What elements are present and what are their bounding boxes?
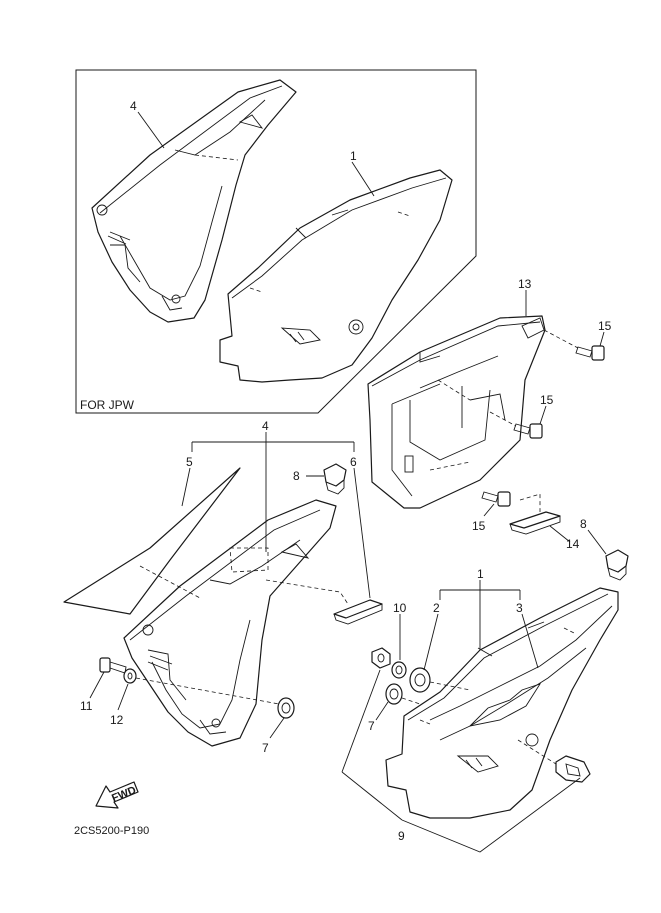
left-side-cover: [123, 499, 337, 747]
inset-left-cover: [91, 79, 297, 323]
callout-6: 6: [350, 455, 357, 469]
callout-3: 3: [516, 601, 523, 615]
inset-label: FOR JPW: [80, 398, 135, 412]
callouts: 4 1 13 15 15 15 14 4 5 6 8 8 1 2 3 10 11…: [80, 99, 612, 843]
callout-9: 9: [398, 829, 405, 843]
fwd-label: FWD: [110, 784, 138, 805]
bolt-11: [99, 657, 127, 674]
grommet-8-right: [605, 549, 629, 581]
bolt-15-a: [543, 329, 605, 361]
damper-7-right: [385, 683, 421, 705]
grommet-2: [409, 667, 471, 693]
bolt-15-c: [481, 491, 511, 507]
fwd-arrow-icon: FWD: [95, 781, 139, 809]
callout-7-right: 7: [368, 719, 375, 733]
diagram-code: 2CS5200-P190: [74, 825, 149, 837]
callout-13: 13: [518, 277, 532, 291]
callout-12: 12: [110, 713, 124, 727]
callout-15-c: 15: [472, 519, 486, 533]
bracket-13: [367, 315, 546, 509]
callout-15-a: 15: [598, 319, 612, 333]
callout-8-left: 8: [293, 469, 300, 483]
quarter-turn-fastener: [517, 739, 591, 783]
callout-5: 5: [186, 455, 193, 469]
callout-10: 10: [393, 601, 407, 615]
callout-15-b: 15: [540, 393, 554, 407]
callout-14: 14: [566, 537, 580, 551]
washer-12: [123, 668, 291, 707]
callout-4-inset: 4: [130, 99, 137, 113]
jpw-inset: FOR JPW: [75, 69, 477, 414]
damper-7-left: [277, 697, 295, 719]
callout-1-inset: 1: [350, 149, 357, 163]
leader-lines: [89, 111, 607, 853]
callout-4-mid: 4: [262, 419, 269, 433]
callout-11: 11: [80, 699, 93, 713]
callout-8-right: 8: [580, 517, 587, 531]
pad-6: [265, 579, 383, 625]
callout-2: 2: [433, 601, 440, 615]
callout-1-right: 1: [477, 567, 484, 581]
right-side-cover: [385, 587, 619, 819]
inset-right-cover: [219, 169, 453, 383]
bolt-15-b: [489, 411, 543, 439]
callout-7-left: 7: [262, 741, 269, 755]
sheet-5: [63, 467, 241, 615]
washer-10: [391, 661, 407, 679]
nut: [371, 647, 391, 669]
pad-14: [509, 493, 561, 535]
grommet-8-left: [323, 463, 347, 495]
